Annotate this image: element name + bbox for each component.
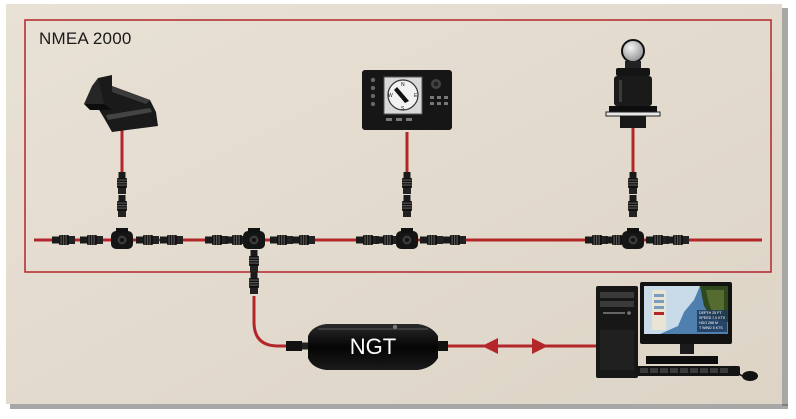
bidirectional-link-arrow — [448, 338, 596, 354]
backbone-connectors — [52, 235, 689, 245]
svg-text:E: E — [414, 93, 418, 99]
svg-text:W: W — [388, 93, 393, 99]
gateway-cable — [252, 296, 310, 348]
ngt-gateway — [308, 324, 448, 370]
screen-readout-line: DEPTH 25 FT — [699, 311, 722, 315]
gateway-label: NGT — [349, 334, 397, 359]
screen-readout-line: T WIND 5 KTS — [699, 326, 723, 330]
svg-text:S: S — [401, 106, 405, 112]
svg-text:N: N — [401, 82, 405, 88]
nmea-network-boundary — [24, 19, 772, 273]
network-label: NMEA 2000 — [39, 29, 132, 48]
screen-readout-line: HDG 268 M — [699, 321, 718, 325]
gps-antenna-icon — [605, 39, 661, 128]
transducer-icon — [84, 75, 158, 132]
desktop-computer-icon — [596, 282, 758, 381]
screen-readout-line: SPEED 7.0 KTS — [699, 316, 726, 320]
compass-display-icon: N E W S — [362, 70, 452, 130]
